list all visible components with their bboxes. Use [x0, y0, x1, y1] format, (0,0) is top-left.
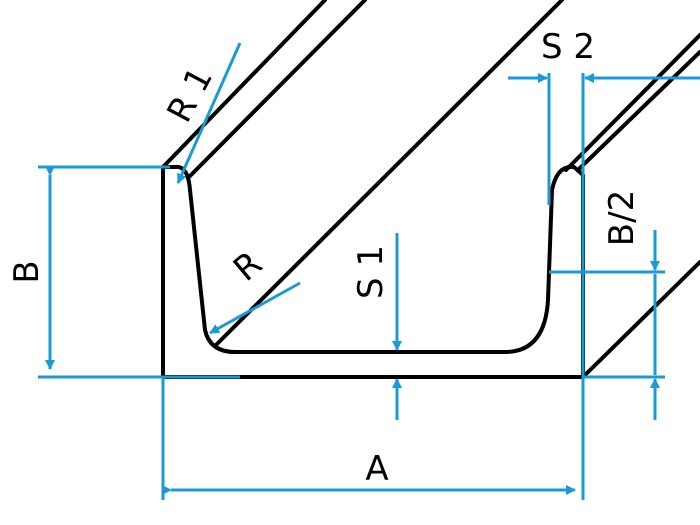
- front-face-outline: [161, 164, 585, 379]
- edge-bottom-right: [581, 260, 700, 379]
- edge-base-inner: [214, 0, 564, 347]
- r-leader: [209, 281, 301, 335]
- label-s1: S 1: [351, 245, 391, 299]
- label-r: R: [226, 244, 270, 290]
- edge-right-top: [578, 50, 700, 170]
- channel-outline: [161, 0, 700, 379]
- label-b: B: [7, 260, 47, 283]
- label-b-half: B/2: [602, 190, 642, 246]
- edge-right-inner: [564, 33, 700, 172]
- label-s2: S 2: [541, 27, 595, 67]
- edge-left-outer: [161, 0, 327, 169]
- label-a: A: [365, 449, 388, 489]
- dimension-lines: [38, 42, 700, 500]
- edge-left-inner: [186, 0, 367, 180]
- r1-leader: [176, 42, 242, 184]
- dimension-labels: R 1 R S 1 S 2 B B/2 A: [7, 27, 642, 489]
